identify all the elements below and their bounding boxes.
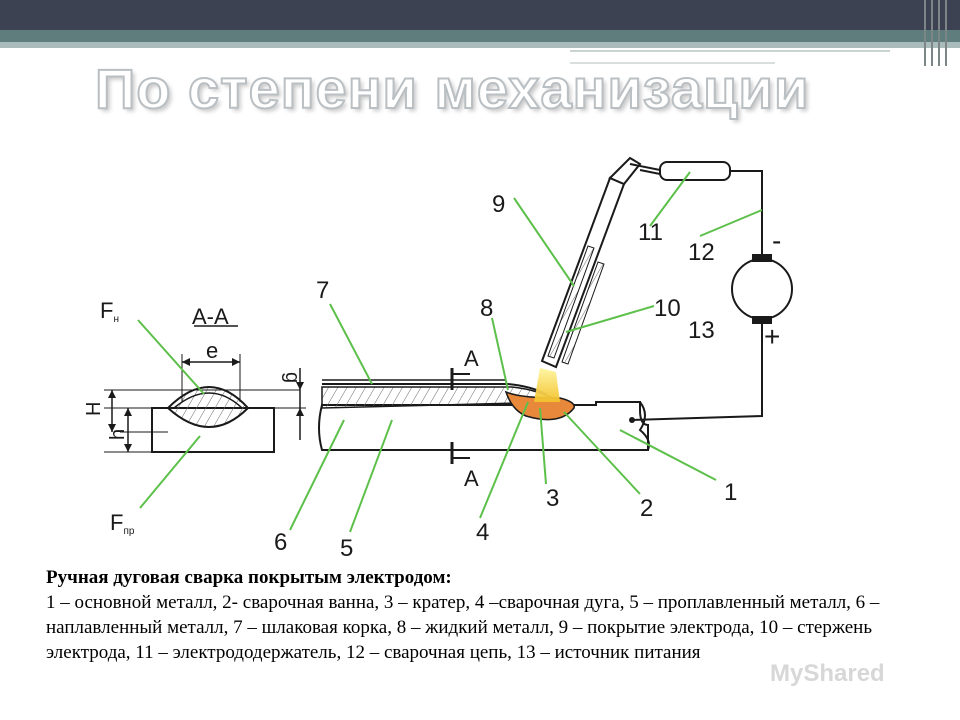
power-circuit	[631, 170, 793, 421]
minus-sign: -	[772, 225, 781, 256]
label-7: 7	[316, 277, 329, 304]
caption: Ручная дуговая сварка покрытым электродо…	[46, 565, 926, 665]
cross-section	[104, 325, 306, 453]
force-label-top: Fн	[100, 298, 119, 325]
label-2: 2	[640, 495, 653, 522]
slide-title: По степени механизации	[94, 56, 810, 121]
dim-h-label: h	[107, 429, 129, 440]
dim-e-label: e	[206, 338, 218, 363]
watermark: MyShared	[770, 660, 885, 687]
electrode	[534, 156, 731, 402]
leader-lines	[137, 171, 763, 533]
section-label: A-A	[192, 304, 229, 329]
top-stripe	[0, 30, 960, 42]
plus-sign: +	[764, 321, 780, 352]
label-4: 4	[476, 519, 489, 546]
label-3: 3	[546, 485, 559, 512]
top-bar	[0, 0, 960, 30]
label-11: 11	[638, 219, 663, 246]
decor-line	[570, 62, 775, 64]
section-a-bottom: A	[464, 466, 479, 491]
label-12: 12	[688, 239, 715, 266]
label-8: 8	[480, 295, 493, 322]
label-13: 13	[688, 317, 715, 344]
section-markers	[450, 368, 470, 464]
force-label-bottom: Fпр	[110, 510, 135, 537]
decor-line	[570, 50, 890, 52]
label-5: 5	[340, 535, 353, 562]
label-6: 6	[274, 529, 287, 556]
label-10: 10	[654, 295, 681, 322]
caption-text: 1 – основной металл, 2- сварочная ванна,…	[46, 592, 880, 663]
welding-diagram: 1 2 3 4 5 6 7 8 9 10 11 12 13 A-A e g H …	[83, 156, 793, 562]
section-a-top: A	[464, 346, 479, 371]
dim-H-label: H	[83, 402, 105, 416]
label-9: 9	[492, 191, 505, 218]
dim-g-label: g	[281, 372, 303, 383]
label-1: 1	[724, 479, 737, 506]
decor-vertical-bars	[924, 0, 954, 66]
caption-title: Ручная дуговая сварка покрытым электродо…	[46, 567, 452, 588]
top-stripe-light	[0, 42, 960, 48]
workpiece	[318, 379, 650, 451]
